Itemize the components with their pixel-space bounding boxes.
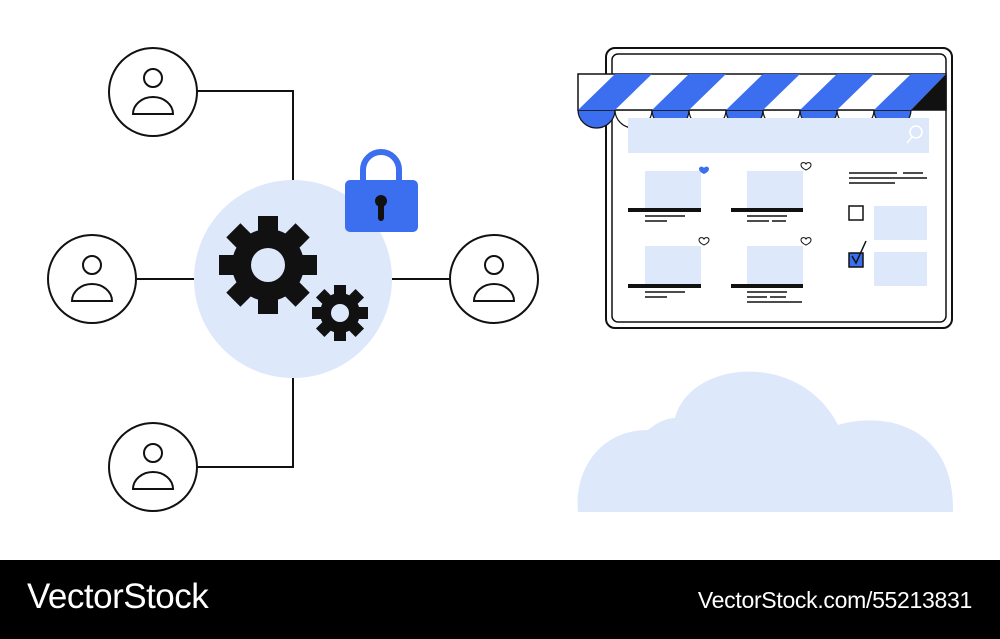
product-card-3[interactable] [628, 237, 710, 298]
search-bar[interactable] [628, 118, 929, 153]
filter-panel [849, 172, 927, 184]
stock-id-link[interactable]: VectorStock.com/55213831 [697, 587, 972, 613]
check-mark-icon [851, 240, 867, 265]
cloud-icon [577, 371, 954, 512]
brand-logo[interactable]: VectorStock [27, 577, 209, 616]
filter-option-1 [874, 206, 927, 240]
padlock-icon [345, 149, 418, 232]
user-icon-bottom [108, 422, 198, 512]
heart-icon[interactable] [699, 166, 709, 174]
heart-icon[interactable] [800, 237, 812, 246]
product-card-4[interactable] [731, 237, 812, 303]
footer-bar: VectorStock VectorStock.com/55213831 [0, 560, 1000, 639]
search-icon [906, 125, 923, 144]
user-icon-right [449, 234, 539, 324]
product-card-2[interactable] [731, 162, 812, 222]
awning-stripes [577, 73, 947, 111]
gears-icon [219, 216, 368, 341]
user-icon-top [108, 47, 198, 137]
checkbox-icon-unchecked[interactable] [848, 205, 864, 221]
storefront-icon [577, 47, 953, 329]
connector-lines [137, 90, 450, 468]
filter-option-2 [874, 252, 927, 286]
illustration-art [47, 47, 954, 512]
checkbox-icon-checked[interactable] [848, 252, 864, 268]
product-card-1[interactable] [628, 166, 709, 222]
heart-icon[interactable] [800, 162, 812, 171]
heart-icon[interactable] [698, 237, 710, 246]
user-icon-left [47, 234, 137, 324]
